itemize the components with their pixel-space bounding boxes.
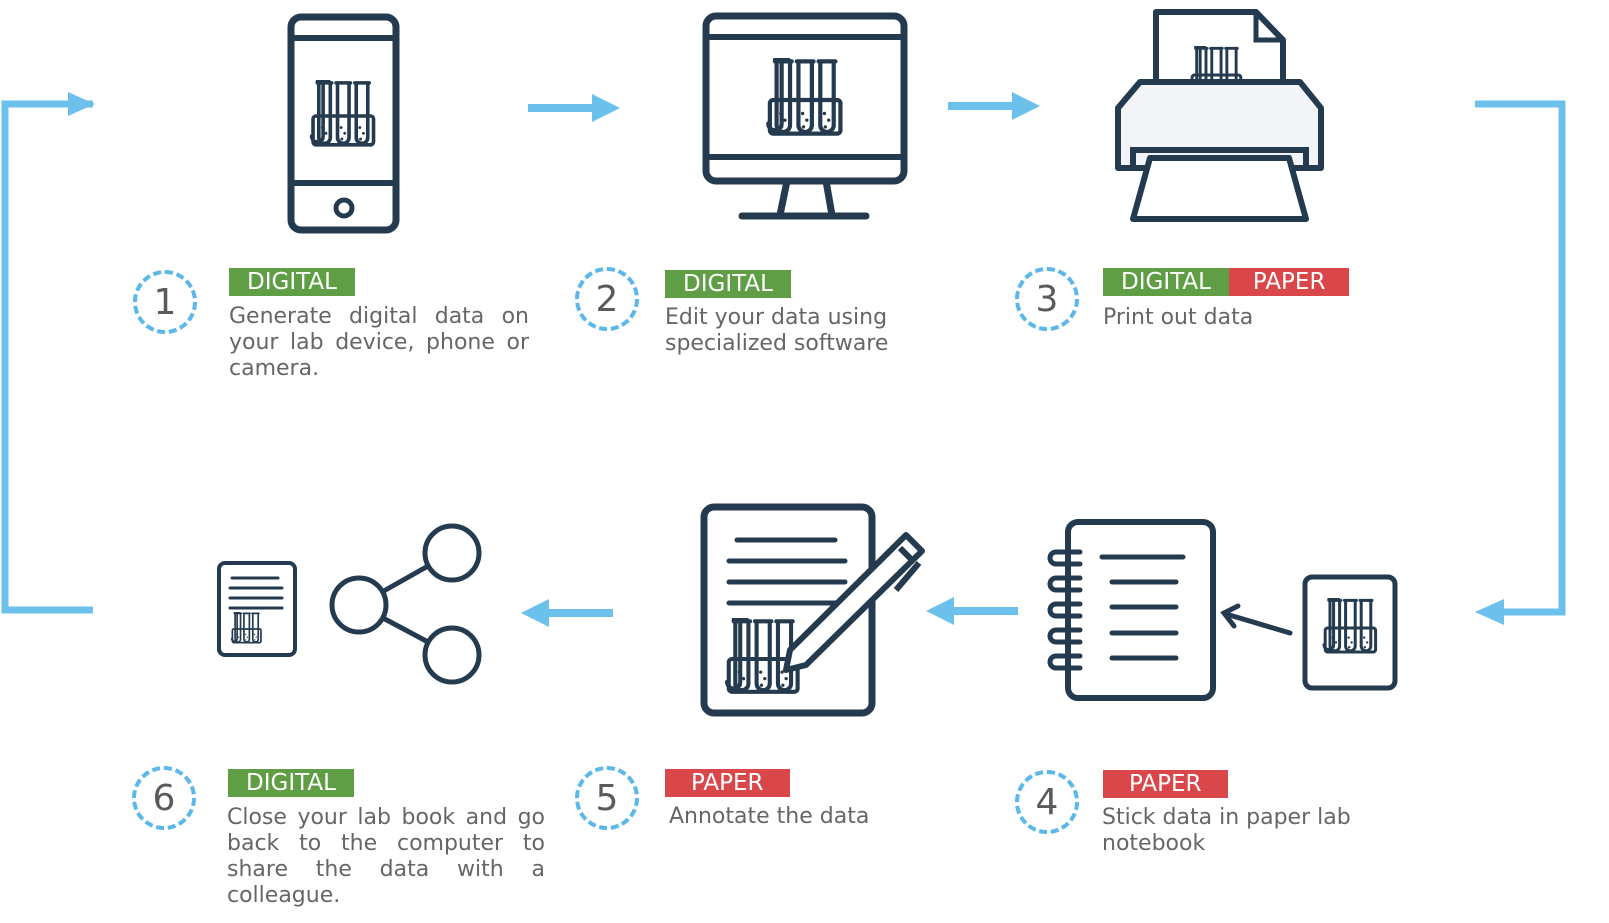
tag-digital: DIGITAL xyxy=(229,268,355,296)
smartphone-icon xyxy=(287,13,400,234)
arrow-step5-to-step6 xyxy=(521,599,613,627)
arrow-step2-to-step3 xyxy=(948,92,1040,120)
step-3-number: 3 xyxy=(1015,267,1079,331)
tag-digital: DIGITAL xyxy=(1103,268,1229,296)
monitor-icon xyxy=(702,12,908,220)
arrow-head-to-step-4 xyxy=(1475,599,1504,625)
step-6-description: Close your lab book and go back to the c… xyxy=(227,805,545,908)
annotate-pen-icon xyxy=(700,503,925,717)
data-card-icon xyxy=(1302,574,1398,691)
step-2-description: Edit your data using specialized softwar… xyxy=(665,305,889,356)
share-icon xyxy=(329,523,482,685)
step-5-number: 5 xyxy=(575,766,639,830)
tag-paper: PAPER xyxy=(665,769,790,797)
arrow-step1-to-step2 xyxy=(528,94,620,122)
step-2-number: 2 xyxy=(575,267,639,331)
tag-digital: DIGITAL xyxy=(665,270,791,298)
step-4-tags: PAPER xyxy=(1103,770,1228,798)
step-3-tags: DIGITAL PAPER xyxy=(1103,268,1350,296)
step-5-tags: PAPER xyxy=(665,769,790,797)
step-4-description: Stick data in paper lab notebook xyxy=(1102,805,1351,856)
loop-connector-right xyxy=(1475,100,1566,616)
step-4-number: 4 xyxy=(1015,770,1079,834)
stick-arrow-icon xyxy=(1220,603,1293,636)
notebook-icon xyxy=(1047,519,1216,701)
step-5-description: Annotate the data xyxy=(669,804,870,829)
tag-paper: PAPER xyxy=(1228,268,1350,296)
arrow-step4-to-step5 xyxy=(926,597,1018,625)
step-2-tags: DIGITAL xyxy=(665,270,791,298)
tag-paper: PAPER xyxy=(1103,770,1228,798)
step-6-number: 6 xyxy=(132,766,196,830)
step-1-description: Generate digital data on your lab device… xyxy=(229,304,529,381)
step-1-tags: DIGITAL xyxy=(229,268,355,296)
document-icon xyxy=(217,561,297,657)
tag-digital: DIGITAL xyxy=(228,769,354,797)
step-3-description: Print out data xyxy=(1103,305,1254,330)
step-1-number: 1 xyxy=(133,270,197,334)
step-6-tags: DIGITAL xyxy=(228,769,354,797)
arrow-head-to-step-1 xyxy=(68,92,95,116)
printer-icon xyxy=(1115,9,1324,222)
loop-connector-left xyxy=(1,100,93,614)
